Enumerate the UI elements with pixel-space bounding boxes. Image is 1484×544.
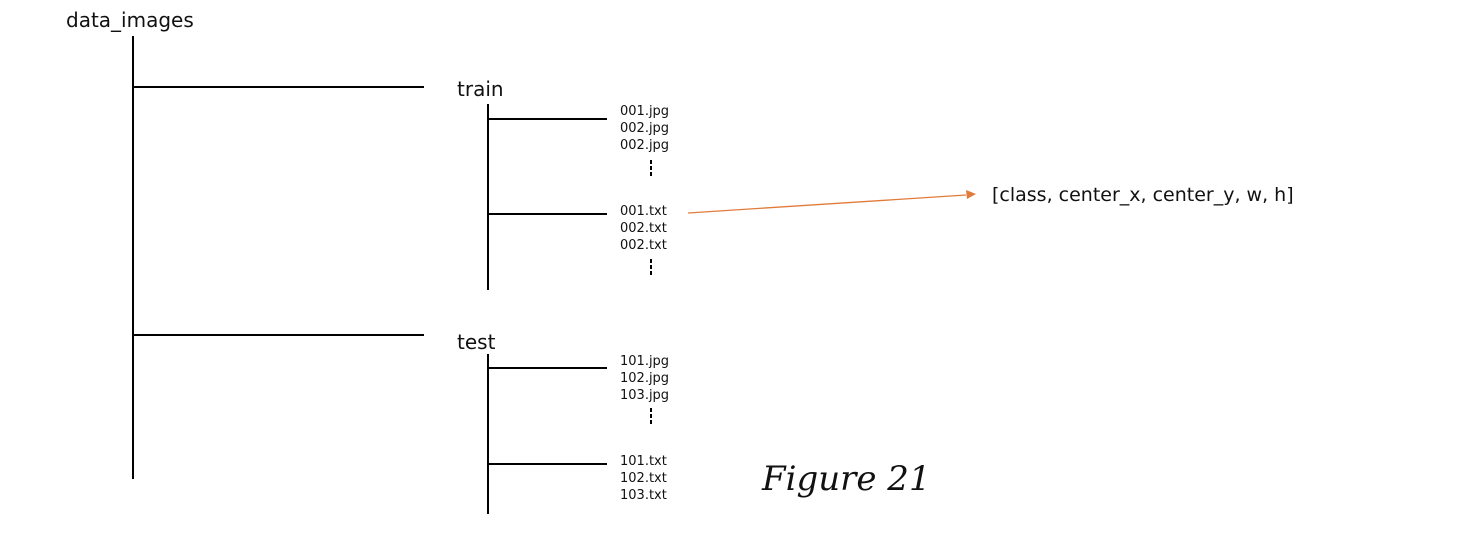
train-labels-ellipsis xyxy=(650,259,652,277)
test-folder-label: test xyxy=(457,330,496,354)
train-image-file: 001.jpg xyxy=(620,104,670,119)
test-label-file: 101.txt xyxy=(620,454,667,469)
train-folder-label: train xyxy=(457,77,504,101)
train-trunk-line xyxy=(487,104,489,290)
annotation-label: [class, center_x, center_y, w, h] xyxy=(992,184,1294,206)
train-label-file: 002.txt xyxy=(620,221,667,236)
test-image-file: 102.jpg xyxy=(620,371,670,386)
train-label-file: 001.txt xyxy=(620,204,667,219)
test-image-file: 103.jpg xyxy=(620,388,670,403)
test-branch-line xyxy=(134,334,424,336)
test-images-ellipsis xyxy=(650,408,652,426)
train-images-ellipsis xyxy=(650,160,652,178)
root-trunk-line xyxy=(132,36,134,479)
train-image-file: 002.jpg xyxy=(620,138,670,153)
test-label-file: 102.txt xyxy=(620,471,667,486)
test-trunk-line xyxy=(487,354,489,514)
test-image-file: 101.jpg xyxy=(620,354,670,369)
test-label-file: 103.txt xyxy=(620,488,667,503)
figure-caption: Figure 21 xyxy=(762,459,931,499)
train-branch-line xyxy=(134,86,424,88)
root-folder-label: data_images xyxy=(66,8,194,32)
test-images-branch-line xyxy=(489,367,607,369)
train-labels-branch-line xyxy=(489,213,607,215)
test-labels-branch-line xyxy=(489,463,607,465)
train-image-file: 002.jpg xyxy=(620,121,670,136)
train-images-branch-line xyxy=(489,118,607,120)
train-label-file: 002.txt xyxy=(620,238,667,253)
